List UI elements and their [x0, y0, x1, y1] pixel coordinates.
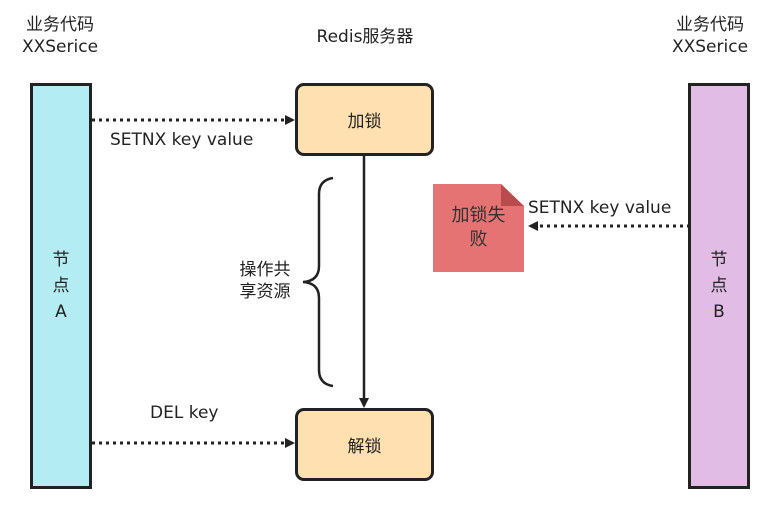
client-a-label-line2: XXSerice — [21, 37, 99, 57]
fail-note-fold — [501, 184, 524, 206]
server-title: Redis服务器 — [316, 27, 414, 47]
node-b: 节 点 B — [688, 83, 750, 489]
client-b-label: 业务代码 XXSerice — [660, 14, 760, 58]
shared-op-label: 操作共 享资源 — [228, 259, 302, 303]
lock-box: 加锁 — [295, 83, 434, 156]
del-label: DEL key — [150, 403, 219, 423]
shared-op-line2: 享资源 — [239, 282, 291, 302]
fail-note-line1: 加锁失 — [451, 205, 506, 226]
setnx-b-label: SETNX key value — [528, 198, 672, 218]
setnx-a-label: SETNX key value — [110, 130, 254, 150]
fail-note-line2: 败 — [469, 229, 488, 250]
client-a-label: 业务代码 XXSerice — [10, 14, 110, 58]
node-b-line2: 点 — [710, 276, 728, 296]
client-a-label-line1: 业务代码 — [26, 15, 94, 35]
client-b-label-line2: XXSerice — [671, 37, 749, 57]
node-a-line1: 节 — [52, 250, 70, 270]
node-b-line1: 节 — [710, 250, 728, 270]
unlock-box: 解锁 — [295, 408, 434, 481]
node-a-line3: A — [55, 302, 67, 322]
shared-op-line1: 操作共 — [239, 260, 291, 280]
curly-brace — [302, 176, 334, 388]
client-b-label-line1: 业务代码 — [676, 15, 744, 35]
node-b-line3: B — [713, 302, 725, 322]
fail-note-label: 加锁失 败 — [433, 204, 524, 252]
node-a-line2: 点 — [52, 276, 70, 296]
node-a: 节 点 A — [30, 83, 92, 489]
